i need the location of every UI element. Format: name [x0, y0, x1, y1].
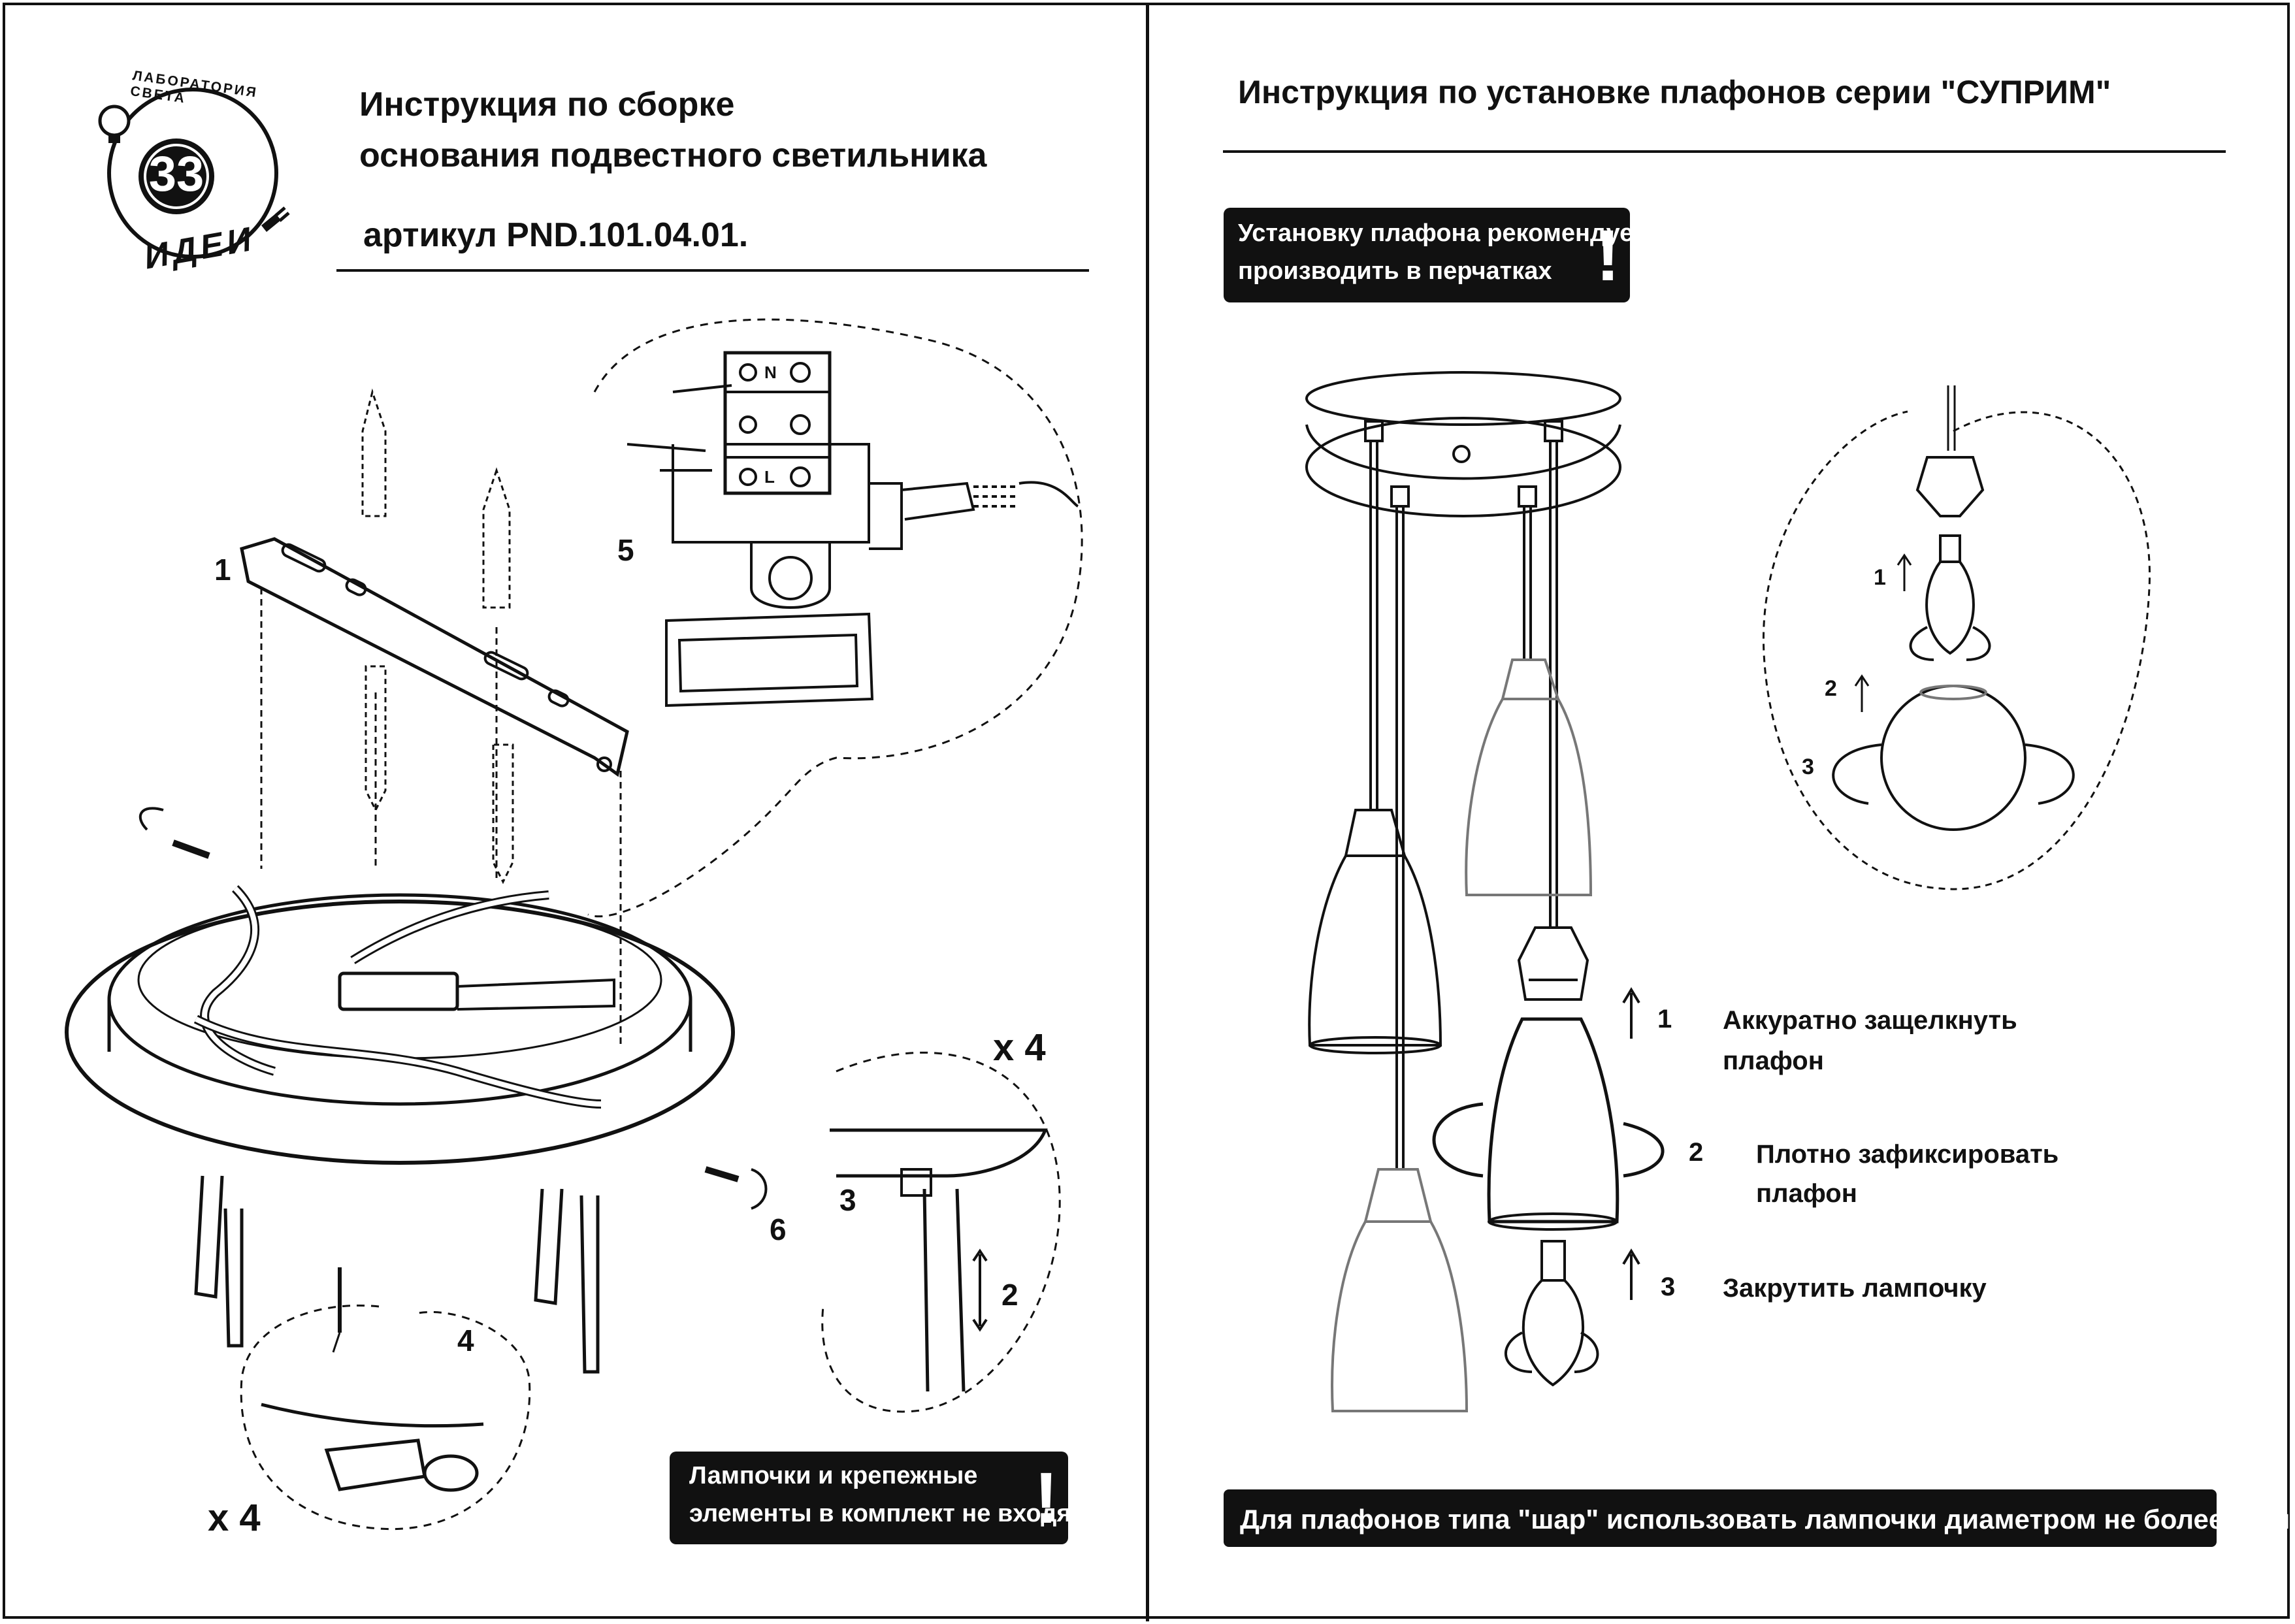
qty-mount-label: x 4 [993, 1026, 1046, 1069]
terminal-label-l: L [764, 467, 775, 487]
left-article: артикул PND.101.04.01. [363, 216, 749, 254]
step-2-text-line1: Плотно зафиксировать [1756, 1140, 2059, 1169]
step-1-number: 1 [1657, 1005, 1672, 1033]
inset-step-2: 2 [1825, 676, 1837, 701]
inset-step-1: 1 [1874, 565, 1886, 590]
base-assembly-diagram [65, 318, 1083, 1531]
left-title-line2: основания подвестного светильника [359, 137, 987, 174]
brand-logo: 33 ЛАБОРАТОРИЯ СВЕТА ИДЕИ [85, 68, 301, 287]
step-label-1: 1 [214, 553, 231, 587]
bulb-diameter-note: Для плафонов типа "шар" использовать лам… [1224, 1489, 2295, 1547]
right-title-rule [1223, 150, 2226, 153]
left-title-line1: Инструкция по сборке [359, 86, 735, 123]
left-note-box: Лампочки и крепежные элементы в комплект… [670, 1452, 1083, 1544]
step-1-text-line2: плафон [1723, 1047, 1824, 1075]
page-divider [1146, 3, 1149, 1621]
bulb-diameter-note-text: Для плафонов типа "шар" использовать лам… [1240, 1504, 2295, 1535]
glove-warning-box: Установку плафона рекомендуем производит… [1224, 208, 1652, 302]
step-3-number: 3 [1661, 1273, 1676, 1301]
step-label-5: 5 [617, 533, 634, 567]
logo-number: 33 [148, 146, 204, 202]
left-note-exclamation: ! [1034, 1458, 1058, 1538]
right-title: Инструкция по установке плафонов серии "… [1238, 74, 2111, 110]
qty-clamp-label: x 4 [208, 1497, 261, 1539]
terminal-label-n: N [764, 363, 777, 382]
step-1-text-line1: Аккуратно защелкнуть [1723, 1006, 2017, 1035]
step-label-3: 3 [839, 1183, 856, 1217]
step-label-6: 6 [770, 1212, 787, 1246]
glove-warning-line2: производить в перчатках [1238, 257, 1552, 285]
glove-warning-exclamation: ! [1596, 216, 1620, 296]
glove-warning-line1: Установку плафона рекомендуем [1238, 219, 1652, 247]
step-3-text-line1: Закрутить лампочку [1723, 1274, 1987, 1303]
left-note-line2: элементы в комплект не входят [689, 1500, 1084, 1527]
left-title-rule [336, 269, 1089, 272]
step-2-number: 2 [1689, 1138, 1704, 1167]
inset-step-3: 3 [1802, 755, 1814, 779]
step-label-4: 4 [457, 1324, 474, 1357]
left-note-line1: Лампочки и крепежные [689, 1462, 978, 1489]
step-2-text-line2: плафон [1756, 1179, 1857, 1208]
step-label-2: 2 [1001, 1278, 1018, 1312]
